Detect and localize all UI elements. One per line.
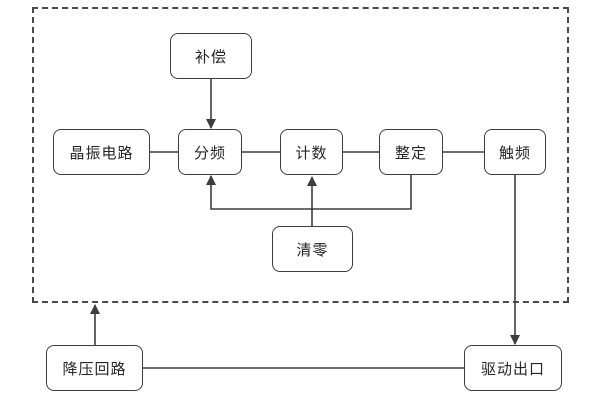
node-reset-label: 清零 — [296, 241, 329, 259]
node-frequency-divider: 分频 — [178, 129, 242, 175]
node-crystal-oscillator-circuit: 晶振电路 — [53, 129, 150, 175]
node-compensation-label: 补偿 — [194, 48, 227, 66]
node-reset: 清零 — [272, 226, 353, 272]
node-trigger-frequency: 触频 — [484, 129, 546, 175]
node-trigger-frequency-label: 触频 — [498, 144, 531, 162]
node-drive-output: 驱动出口 — [464, 345, 562, 391]
node-counter-label: 计数 — [295, 144, 328, 162]
node-setting-label: 整定 — [394, 144, 427, 162]
node-step-down-circuit: 降压回路 — [46, 345, 143, 391]
node-step-down-circuit-label: 降压回路 — [62, 360, 127, 378]
node-setting: 整定 — [379, 129, 443, 175]
node-compensation: 补偿 — [170, 33, 252, 79]
node-crystal-oscillator-circuit-label: 晶振电路 — [69, 144, 134, 162]
node-counter: 计数 — [280, 129, 343, 175]
node-frequency-divider-label: 分频 — [193, 144, 226, 162]
dashed-boundary-frame — [32, 7, 569, 303]
node-drive-output-label: 驱动出口 — [480, 360, 545, 378]
